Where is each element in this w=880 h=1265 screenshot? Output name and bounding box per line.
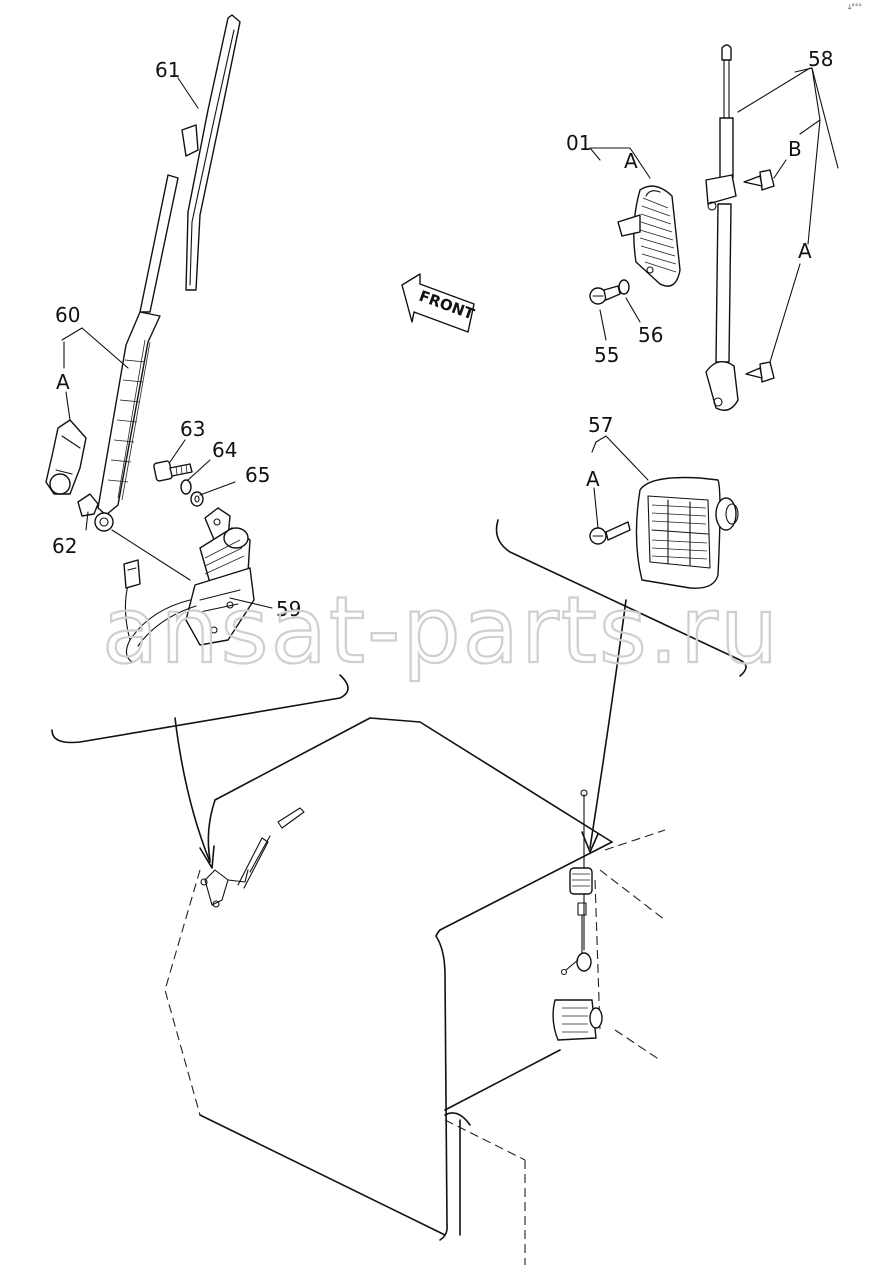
- callout-58: 58: [808, 47, 833, 71]
- linkage-line: [111, 529, 191, 581]
- bolt-63: [153, 460, 193, 482]
- arm-cover: [45, 419, 87, 495]
- antenna-on-cab: [552, 789, 603, 1041]
- callout-57: 57: [588, 413, 613, 437]
- front-arrow: FRONT: [401, 273, 477, 333]
- callout-55: 55: [594, 343, 619, 367]
- antenna-screw-a: [745, 361, 775, 383]
- work-lamp: [635, 476, 739, 589]
- letter-a-lamp: A: [624, 149, 638, 173]
- clearance-lamp: [617, 185, 681, 287]
- wiper-on-cab: [200, 807, 305, 908]
- callout-01: 01: [566, 131, 591, 155]
- wiper-blade: [181, 14, 241, 291]
- washer-56: [618, 279, 630, 295]
- arrow-left: [174, 717, 211, 863]
- corner-mark: ﾑ°°°: [848, 3, 862, 11]
- callout-61: 61: [155, 58, 180, 82]
- antenna-screw-b: [743, 169, 775, 191]
- cab-body: [164, 717, 666, 1265]
- watermark: ansat-parts.ru: [102, 577, 780, 684]
- callout-65: 65: [245, 463, 270, 487]
- callout-62: 62: [52, 534, 77, 558]
- callout-56: 56: [638, 323, 663, 347]
- callout-59: 59: [276, 597, 301, 621]
- work-lamp-screw: [589, 521, 631, 545]
- nut-62: [77, 493, 99, 517]
- letter-a-worklamp: A: [586, 467, 600, 491]
- wiper-arm: [94, 174, 179, 532]
- callout-64: 64: [212, 438, 237, 462]
- screw-55: [589, 285, 621, 305]
- callout-60: 60: [55, 303, 80, 327]
- antenna: [705, 44, 739, 411]
- callout-outline-left: [51, 674, 349, 744]
- letter-a-antenna: A: [798, 239, 812, 263]
- washer-64: [180, 479, 192, 495]
- wiper-motor: [123, 507, 255, 663]
- letter-b-antenna: B: [788, 137, 802, 161]
- letter-a-arm: A: [56, 370, 70, 394]
- arrow-right: [589, 599, 627, 849]
- callout-63: 63: [180, 417, 205, 441]
- callout-labels: 61 60 A 62 63 64 65 59 01 A 55 56 58 B A…: [52, 47, 833, 621]
